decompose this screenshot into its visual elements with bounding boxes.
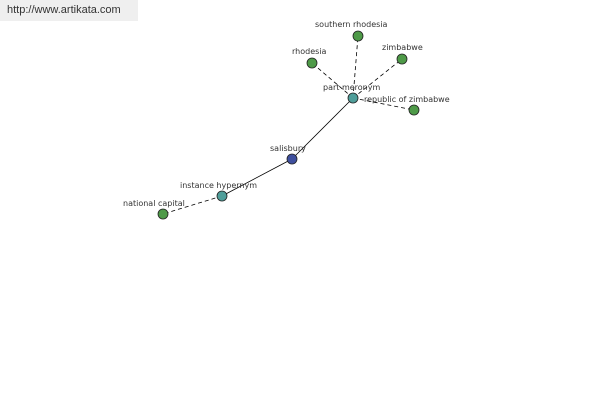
node-national-capital[interactable] <box>157 208 169 220</box>
label-instance-hypernym: instance hypernym <box>180 181 257 190</box>
label-part-meronym: part meronym <box>323 83 380 92</box>
label-rhodesia: rhodesia <box>292 47 327 56</box>
label-republic-of-zimbabwe: republic of zimbabwe <box>364 95 450 104</box>
label-zimbabwe: zimbabwe <box>382 43 423 52</box>
edge-part-meronym-rhodesia <box>311 62 354 99</box>
edge-salisbury-instance-hypernym <box>221 158 293 197</box>
node-southern-rhodesia[interactable] <box>352 30 364 42</box>
node-zimbabwe[interactable] <box>396 53 408 65</box>
edge-part-meronym-zimbabwe <box>352 58 403 99</box>
node-part-meronym[interactable] <box>347 92 359 104</box>
edge-part-meronym-southern-rhodesia <box>352 35 359 99</box>
edge-salisbury-part-meronym <box>291 97 354 160</box>
label-southern-rhodesia: southern rhodesia <box>315 20 388 29</box>
watermark-url: http://www.artikata.com <box>0 0 138 21</box>
edge-instance-hypernym-national-capital <box>162 195 223 215</box>
node-instance-hypernym[interactable] <box>216 190 228 202</box>
label-salisbury: salisbury <box>270 144 306 153</box>
label-national-capital: national capital <box>123 199 185 208</box>
node-salisbury[interactable] <box>286 153 298 165</box>
node-republic-of-zimbabwe[interactable] <box>408 104 420 116</box>
edge-part-meronym-republic-of-zimbabwe <box>352 97 415 111</box>
node-rhodesia[interactable] <box>306 57 318 69</box>
